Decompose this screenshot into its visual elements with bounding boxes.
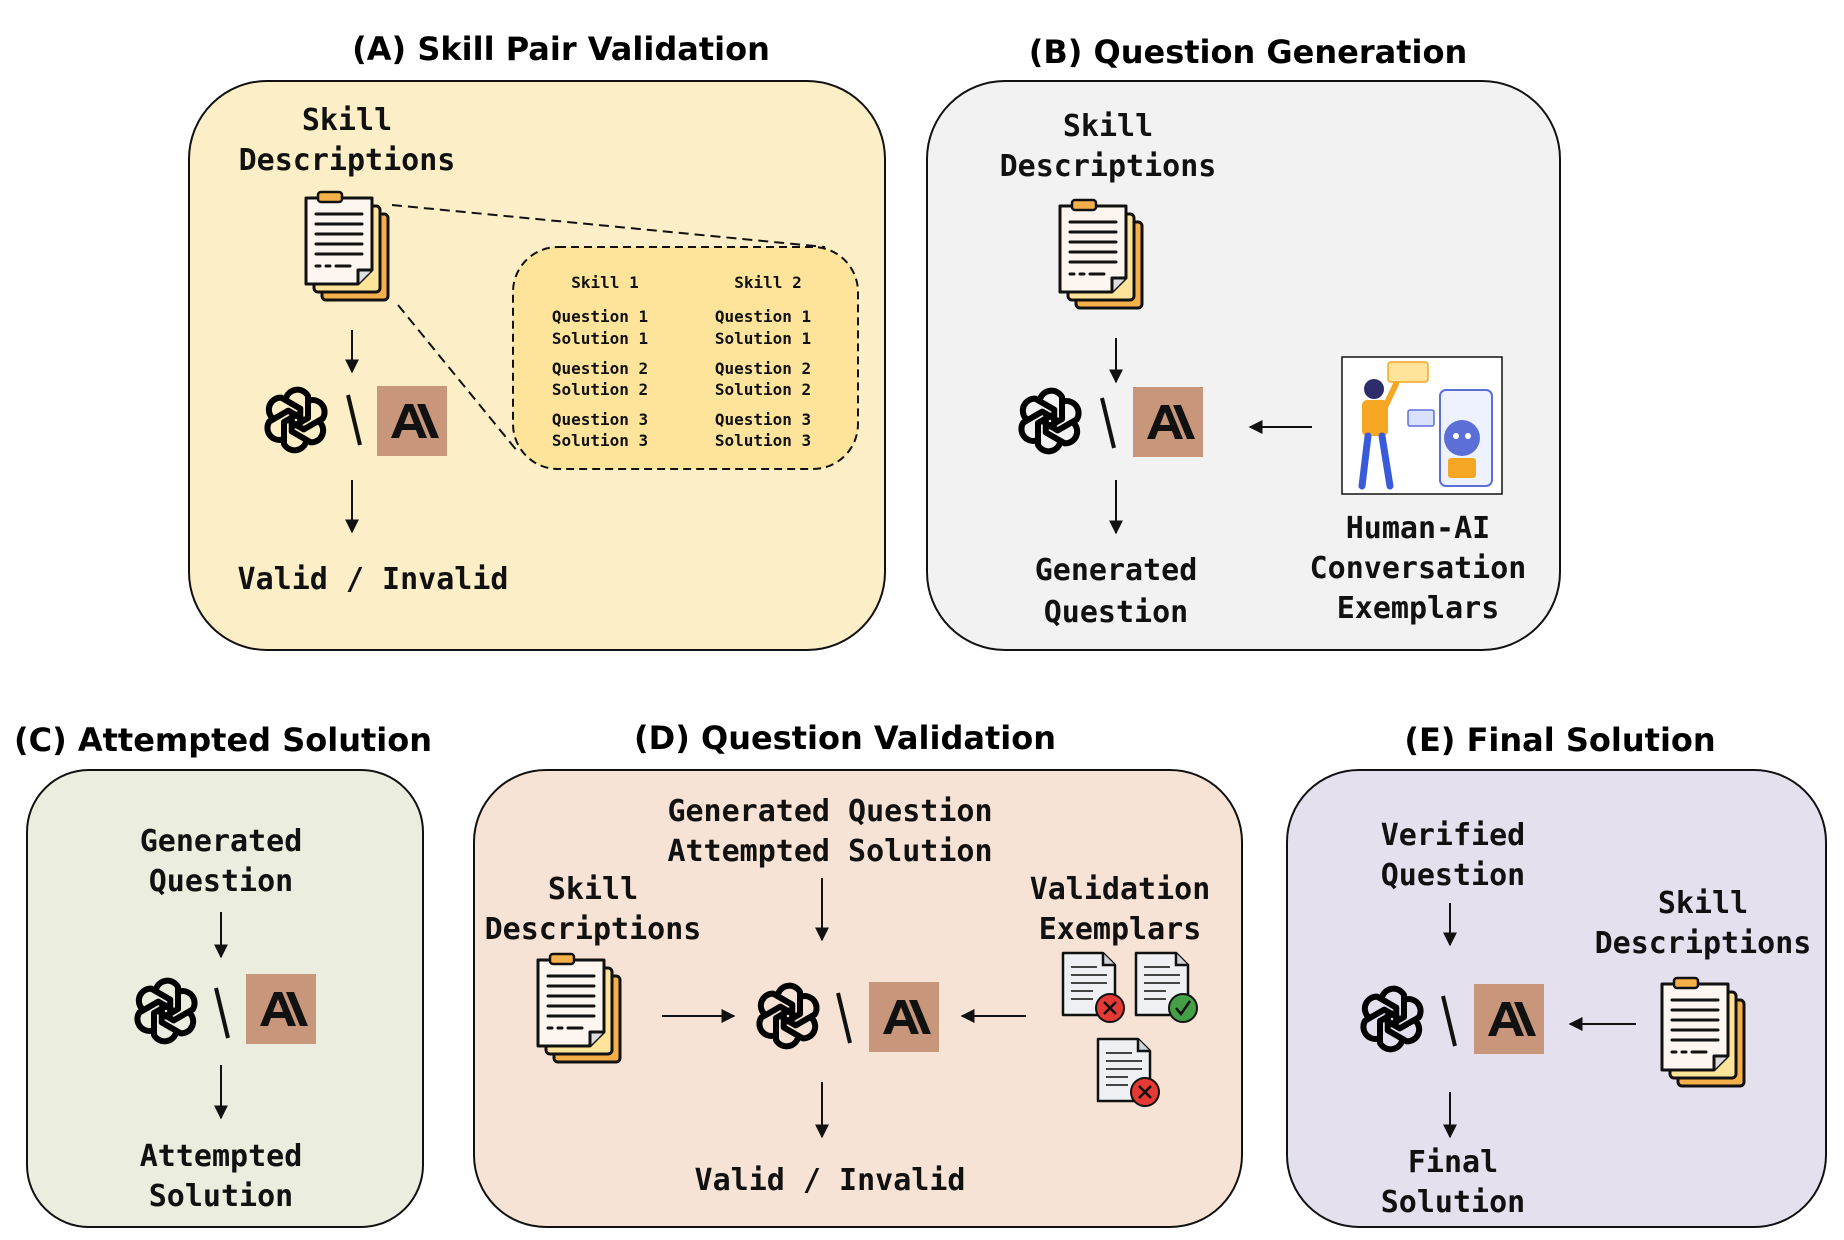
final-solution-label-line1: Final <box>1408 1145 1498 1180</box>
generated-question-label-b-line2: Question <box>1044 595 1189 630</box>
slash-separator <box>836 992 852 1044</box>
validation-exemplars-label-line2: Exemplars <box>1039 912 1202 947</box>
slash-separator <box>214 987 230 1039</box>
generated-question-label-c-line2: Question <box>149 864 294 899</box>
table-cell: Question 1 <box>715 307 811 326</box>
table-cell: Solution 2 <box>552 380 648 399</box>
skill-desc-label-d-line2: Descriptions <box>485 912 702 947</box>
panel-e-box <box>1286 769 1827 1228</box>
anthropic-logo-icon <box>1474 984 1544 1054</box>
table-cell: Solution 1 <box>552 329 648 348</box>
output-valid-invalid-a: Valid / Invalid <box>238 562 509 597</box>
attempted-solution-label-d: Attempted Solution <box>667 834 992 869</box>
verified-question-label-line2: Question <box>1381 858 1526 893</box>
panel-a: (A) Skill Pair Validation Skill Descript… <box>188 30 886 651</box>
table-cell: Question 2 <box>715 359 811 378</box>
slash-separator <box>1441 995 1457 1047</box>
exemplars-label-b-line1: Human-AI <box>1346 511 1491 546</box>
exemplars-label-b-line2: Conversation <box>1310 551 1527 586</box>
slash-separator <box>1100 397 1116 449</box>
table-cell: Question 2 <box>552 359 648 378</box>
skill-desc-label-a-line2: Descriptions <box>239 143 456 178</box>
table-cell: Solution 2 <box>715 380 811 399</box>
skill-pair-table <box>512 246 859 470</box>
document-stack-icon <box>536 952 622 1064</box>
attempted-solution-label-line1: Attempted <box>140 1139 303 1174</box>
final-solution-label-line2: Solution <box>1381 1185 1526 1220</box>
anthropic-logo-icon <box>246 974 316 1044</box>
document-stack-icon <box>1660 976 1746 1088</box>
panel-b: (B) Question Generation Skill Descriptio… <box>926 33 1561 651</box>
output-valid-invalid-d: Valid / Invalid <box>695 1163 966 1198</box>
panel-e: (E) Final Solution Verified Question Ski… <box>1286 721 1827 1228</box>
table-cell: Question 3 <box>552 410 648 429</box>
generated-question-label-b-line1: Generated <box>1035 553 1198 588</box>
panel-d-box <box>473 769 1243 1228</box>
skill-desc-label-e-line1: Skill <box>1658 886 1748 921</box>
document-cross-icon <box>1096 1037 1160 1107</box>
anthropic-logo-icon <box>1133 387 1203 457</box>
skill-desc-label-d-line1: Skill <box>548 872 638 907</box>
panel-c: (C) Attempted Solution Generated Questio… <box>14 721 432 1228</box>
table-header-skill1: Skill 1 <box>571 273 638 292</box>
panel-b-title: (B) Question Generation <box>1029 33 1468 71</box>
exemplars-label-b-line3: Exemplars <box>1337 591 1500 626</box>
skill-desc-label-e-line2: Descriptions <box>1595 926 1812 961</box>
skill-desc-label-b-line2: Descriptions <box>1000 149 1217 184</box>
table-cell: Question 1 <box>552 307 648 326</box>
verified-question-label-line1: Verified <box>1381 818 1526 853</box>
panel-c-box <box>26 769 424 1228</box>
table-cell: Solution 3 <box>552 431 648 450</box>
table-cell: Solution 3 <box>715 431 811 450</box>
document-check-icon <box>1134 951 1198 1023</box>
anthropic-logo-icon <box>869 982 939 1052</box>
skill-desc-label-a-line1: Skill <box>302 103 392 138</box>
table-cell: Solution 1 <box>715 329 811 348</box>
skill-desc-label-b-line1: Skill <box>1063 109 1153 144</box>
panel-a-title: (A) Skill Pair Validation <box>352 30 770 68</box>
generated-question-label-c-line1: Generated <box>140 824 303 859</box>
document-stack-icon <box>304 190 390 302</box>
panel-d-title: (D) Question Validation <box>634 719 1056 757</box>
zoom-line-top <box>391 204 826 248</box>
panel-c-title: (C) Attempted Solution <box>14 721 432 759</box>
table-header-skill2: Skill 2 <box>734 273 801 292</box>
anthropic-logo-icon <box>377 386 447 456</box>
attempted-solution-label-line2: Solution <box>149 1179 294 1214</box>
table-cell: Question 3 <box>715 410 811 429</box>
human-ai-conversation-icon <box>1341 356 1503 495</box>
validation-exemplars-label-line1: Validation <box>1030 872 1211 907</box>
slash-separator <box>346 394 362 446</box>
panel-e-title: (E) Final Solution <box>1404 721 1715 759</box>
generated-question-label-d: Generated Question <box>667 794 992 829</box>
document-cross-icon <box>1061 951 1125 1023</box>
panel-d: (D) Question Validation Generated Questi… <box>473 719 1243 1228</box>
document-stack-icon <box>1058 198 1144 310</box>
